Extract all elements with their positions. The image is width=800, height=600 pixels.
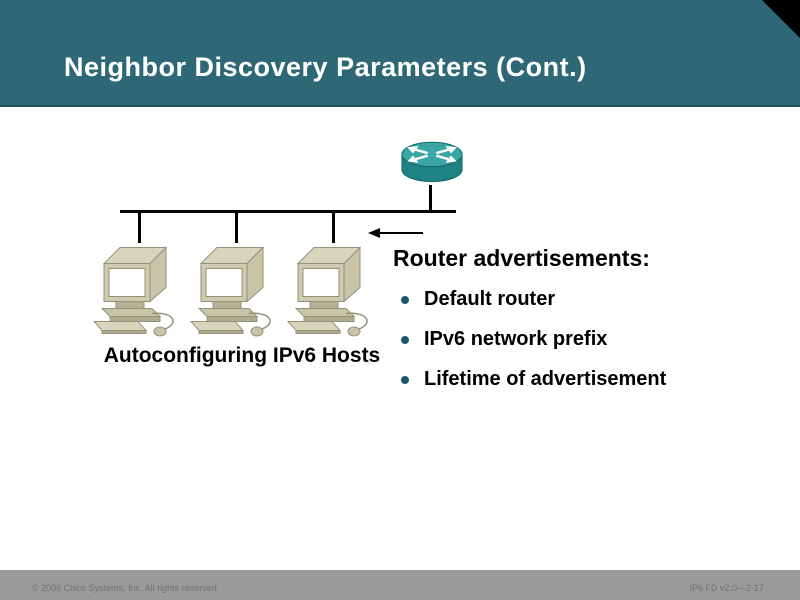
copyright-text: © 2006 Cisco Systems, Inc. All rights re… [32,583,220,593]
bullet-dot-icon [401,295,409,304]
list-item: Lifetime of advertisement [401,368,666,391]
slide-header: Neighbor Discovery Parameters (Cont.) [0,0,800,107]
bullet-dot-icon [401,335,409,344]
host2-link-line [235,210,238,243]
bullet-list: Default router IPv6 network prefix Lifet… [401,288,666,408]
desktop-pc-icon [90,235,190,340]
desktop-pc-icon [284,235,384,340]
host1-link-line [138,210,141,243]
router-arrows-glyph [407,146,457,163]
doc-id-text: IP6 FD v2.0—2-17 [689,583,764,593]
bullet-dot-icon [401,375,409,384]
slide-title: Neighbor Discovery Parameters (Cont.) [64,52,587,82]
bullet-text: IPv6 network prefix [424,328,608,350]
slide-footer: © 2006 Cisco Systems, Inc. All rights re… [0,570,800,600]
list-item: Default router [401,288,666,311]
router-advertisements-heading: Router advertisements: [393,245,650,271]
router-link-line [429,185,432,212]
host3-link-line [332,210,335,243]
bullet-text: Lifetime of advertisement [424,368,667,390]
router-icon [401,141,463,183]
bullet-text: Default router [424,288,556,310]
list-item: IPv6 network prefix [401,328,666,351]
left-arrow-icon [368,228,423,238]
ethernet-bus-line [120,210,456,213]
desktop-pc-icon [187,235,287,340]
diagram-caption: Autoconfiguring IPv6 Hosts [103,344,381,367]
corner-notch-decoration [762,0,800,38]
